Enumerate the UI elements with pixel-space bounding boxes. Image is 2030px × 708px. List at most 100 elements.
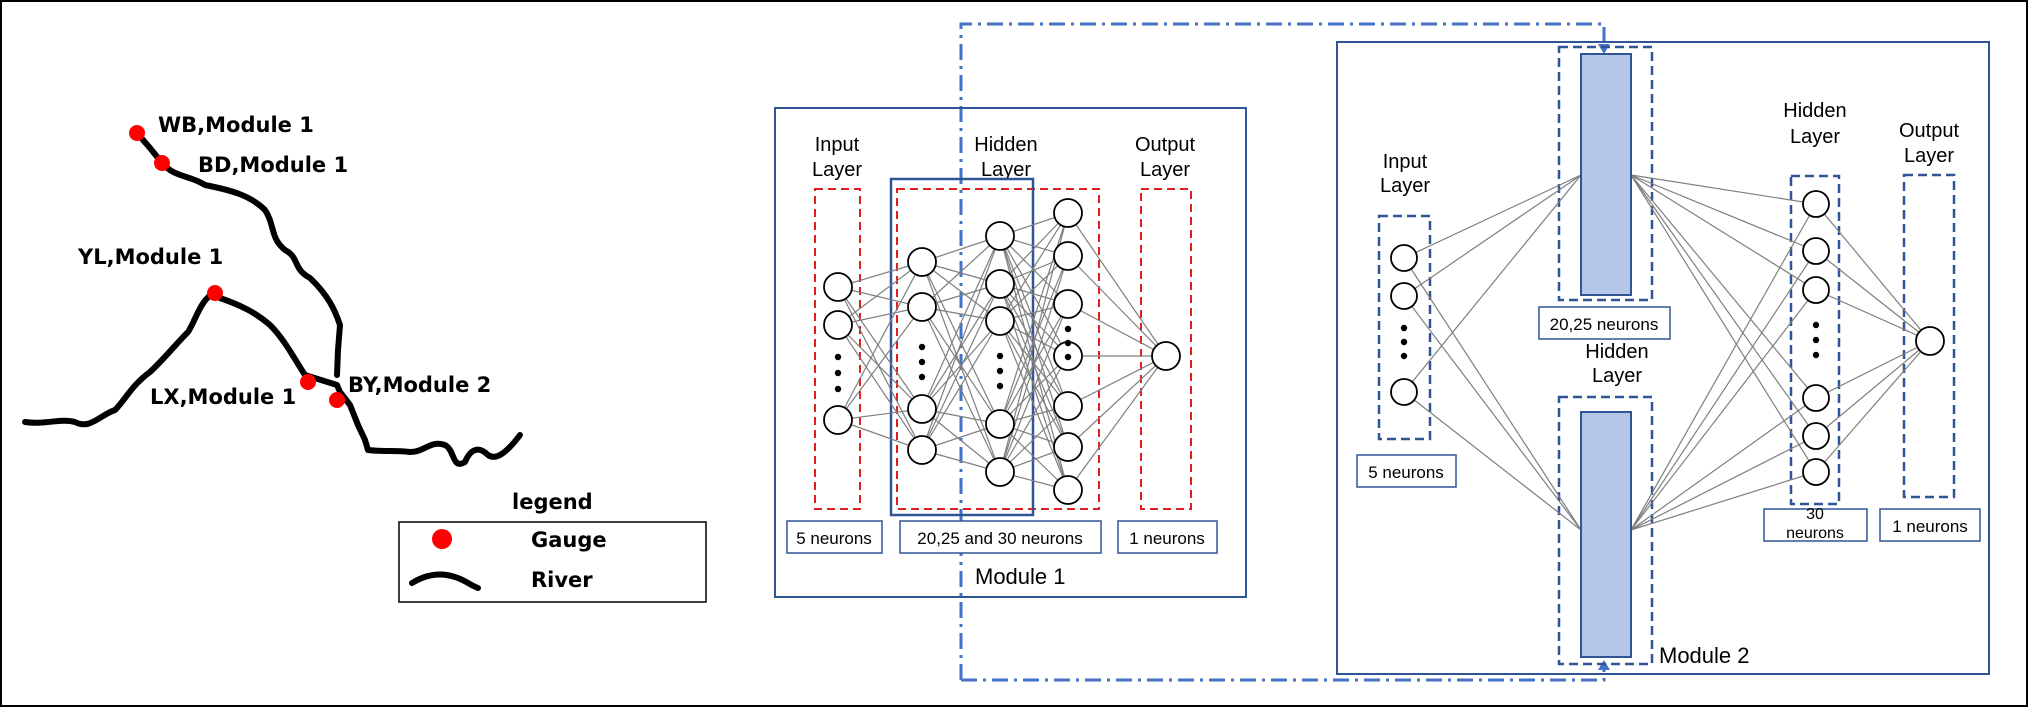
m1-hidden-b-neuron [985, 457, 1015, 487]
connection-line [1067, 355, 1167, 491]
gauge-wb-dot [129, 125, 145, 141]
m2-hidden3-count-line2: neurons [1786, 525, 1844, 542]
connection-line [1403, 174, 1582, 297]
m2-hidden3-title-line2: Layer [1790, 126, 1840, 148]
m1-input-count: 5 neurons [796, 529, 872, 548]
m1-input-neuron [823, 310, 853, 340]
connection-line [1067, 212, 1167, 357]
gauge-bd-dot [154, 155, 170, 171]
connection-line [999, 355, 1069, 473]
connection-line [837, 286, 923, 410]
connection-line [921, 283, 1001, 410]
m2-output-title-line2: Layer [1904, 145, 1954, 167]
connection-line [999, 405, 1069, 473]
m2-nodes [1390, 190, 1945, 486]
m1-hidden-c-ellipsis-dot [1064, 339, 1072, 347]
m1-hidden-b-ellipsis-dot [996, 352, 1004, 360]
gauge-dot-icon [432, 529, 452, 549]
connection-line [999, 212, 1069, 285]
m2-output-neuron [1915, 326, 1945, 356]
m2-input-neuron [1390, 244, 1418, 272]
connection-line [999, 320, 1069, 491]
connection-line [1403, 174, 1582, 259]
m1-hidden-c-ellipsis-dot [1064, 325, 1072, 333]
m2-input-ellipsis-dot [1400, 338, 1408, 346]
m2-input-ellipsis-dot [1400, 324, 1408, 332]
connector-path [959, 22, 1606, 680]
m1-hidden-b-neuron [985, 269, 1015, 299]
m1-hidden-dashed-box [896, 188, 1100, 510]
m1-hidden-a-neuron [907, 247, 937, 277]
river-lower-branch [22, 287, 218, 428]
m2-hidden-3-neuron [1802, 190, 1830, 218]
m2-hidden1-bar [1580, 53, 1632, 296]
m2-hidden3-count-line1: 30 [1806, 506, 1824, 523]
connection-line [921, 408, 1001, 473]
connection-line [1630, 174, 1817, 473]
connection-line [1630, 174, 1817, 205]
module-1-frame [774, 107, 1247, 598]
m1-hidden-b-neuron [985, 409, 1015, 439]
connection-line [1630, 203, 1817, 531]
connection-line [1630, 174, 1817, 291]
connection-line [1815, 340, 1931, 437]
m1-hidden-b-ellipsis-dot [996, 382, 1004, 390]
m1-hidden-a-neuron [907, 394, 937, 424]
m1-hidden-b-neuron [985, 221, 1015, 251]
connection-line [921, 235, 1001, 308]
m2-hidden2-title-line2: Layer [1592, 365, 1642, 387]
m2-hidden-3-neuron [1802, 458, 1830, 486]
m1-hidden-count: 20,25 and 30 neurons [917, 529, 1082, 548]
connection-line [1630, 174, 1817, 399]
map-legend: legend Gauge River [398, 490, 707, 603]
gauge-markers [129, 125, 345, 408]
m1-input-ellipsis-dot [834, 385, 842, 393]
m1-hidden-c-neuron [1053, 432, 1083, 462]
m2-hidden3-dashed-box [1789, 174, 1841, 506]
m1-hidden-b-neuron [985, 306, 1015, 336]
connection-line [999, 303, 1069, 473]
m2-hidden1-dashed-box [1557, 45, 1654, 302]
connector-bottom [961, 664, 1606, 682]
m2-hidden3-title-line1: Hidden [1783, 100, 1846, 122]
m2-input-count-box [1356, 454, 1457, 488]
connection-line [999, 255, 1069, 425]
m1-input-neuron [823, 405, 853, 435]
connection-line [837, 324, 923, 451]
m1-input-count-box [786, 520, 883, 554]
legend-title: legend [512, 490, 593, 514]
connection-line [1403, 257, 1582, 531]
legend-item-river: River [531, 568, 593, 592]
m2-hidden2-bar [1580, 411, 1632, 658]
connection-line [999, 235, 1069, 357]
module-2: Input Layer Hidden Layer Hidden Layer Ou… [1336, 41, 1990, 675]
m2-input-count: 5 neurons [1368, 463, 1444, 482]
connection-line [1067, 355, 1167, 407]
m1-output-count-box [1117, 520, 1218, 554]
river-middle-branch [212, 287, 523, 467]
m1-input-ellipsis-dot [834, 353, 842, 361]
legend-item-gauge: Gauge [531, 528, 607, 552]
m1-input-ellipsis-dot [834, 369, 842, 377]
m1-input-neuron [823, 272, 853, 302]
m1-hidden-title-line1: Hidden [974, 134, 1037, 156]
connection-line [1630, 289, 1817, 531]
connection-line [1403, 174, 1582, 393]
m1-edges [837, 212, 1167, 491]
river-lines [22, 130, 523, 467]
m2-output-dashed-box [1902, 173, 1956, 499]
connection-line [1815, 203, 1931, 342]
gauge-yl-dot [207, 285, 223, 301]
connection-line [921, 306, 1001, 473]
m1-input-title-line1: Input [815, 134, 860, 156]
m1-hidden-title-line2: Layer [981, 159, 1031, 181]
connection-line [999, 255, 1069, 473]
connection-line [1815, 340, 1931, 473]
m1-hidden-c-neuron [1053, 475, 1083, 505]
module-1: Input Layer Hidden Layer Output Layer 5 … [774, 107, 1247, 598]
m1-hidden-b-ellipsis-dot [996, 367, 1004, 375]
m2-hidden1-count-box [1538, 306, 1671, 340]
m1-input-title-line2: Layer [812, 159, 862, 181]
m1-hidden-c-neuron [1053, 241, 1083, 271]
